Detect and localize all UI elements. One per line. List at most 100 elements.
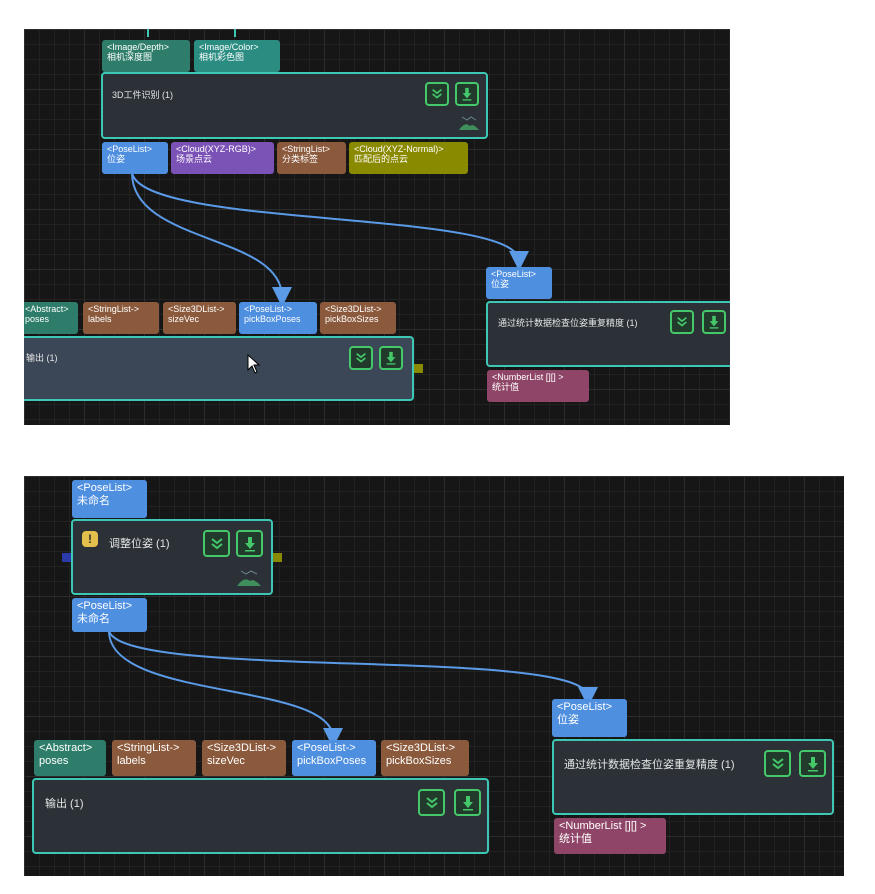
input-port-size-vec[interactable]: <Size3DList-> sizeVec — [202, 740, 286, 776]
graph-canvas-bottom[interactable]: <PoseList> 未命名 ! 调整位姿 (1) <PoseList> 未命名 — [24, 476, 844, 876]
download-button[interactable] — [799, 750, 826, 777]
input-port-stats-poses[interactable]: <PoseList> 位姿 — [552, 699, 627, 737]
collapse-chevron-icon — [424, 795, 440, 811]
port-name: sizeVec — [207, 755, 281, 768]
output-port-statistics[interactable]: <NumberList [][] > 统计值 — [554, 818, 666, 854]
input-port-color-image[interactable]: <Image/Color> 相机彩色图 — [194, 40, 280, 72]
stats-node[interactable]: 通过统计数据检查位姿重复精度 (1) — [552, 739, 834, 815]
input-port-pick-box-sizes[interactable]: <Size3DList-> pickBoxSizes — [320, 302, 396, 334]
port-type: <Abstract> — [25, 304, 73, 314]
output-port-labels[interactable]: <StringList> 分类标签 — [277, 142, 346, 174]
port-name: 未命名 — [77, 495, 142, 508]
output-port-statistics[interactable]: <NumberList [][] > 统计值 — [487, 370, 589, 402]
output-port-matched-cloud[interactable]: <Cloud(XYZ-Normal)> 匹配后的点云 — [349, 142, 468, 174]
node-title: 调整位姿 (1) — [109, 535, 170, 551]
port-type: <StringList-> — [88, 304, 154, 314]
collapse-button[interactable] — [418, 789, 445, 816]
port-type: <PoseList> — [77, 482, 142, 495]
input-port-pick-box-sizes[interactable]: <Size3DList-> pickBoxSizes — [381, 740, 469, 776]
output-socket[interactable] — [414, 364, 423, 373]
mouse-cursor-icon — [247, 354, 261, 374]
landscape-preview-icon — [237, 568, 261, 586]
port-type: <NumberList [][] > — [559, 820, 661, 833]
input-port-labels[interactable]: <StringList-> labels — [83, 302, 159, 334]
download-arrow-icon — [805, 756, 821, 772]
wire-pose-to-stats — [132, 173, 519, 261]
port-type: <PoseList> — [491, 269, 547, 279]
output-node[interactable]: 输出 (1) — [24, 336, 414, 401]
download-arrow-icon — [460, 795, 476, 811]
output-port-adjust-poses[interactable]: <PoseList> 未命名 — [72, 598, 147, 632]
port-name: 相机深度图 — [107, 52, 185, 62]
output-socket[interactable] — [273, 553, 282, 562]
output-port-poses[interactable]: <PoseList> 位姿 — [102, 142, 168, 174]
port-type: <Size3DList-> — [207, 742, 281, 755]
port-name: 场景点云 — [176, 154, 269, 164]
input-socket[interactable] — [62, 553, 71, 562]
port-name: pickBoxPoses — [297, 755, 371, 768]
port-name: 位姿 — [107, 154, 163, 164]
port-type: <PoseList> — [107, 144, 163, 154]
graph-canvas-top[interactable]: <Image/Depth> 相机深度图 <Image/Color> 相机彩色图 … — [24, 29, 730, 425]
collapse-chevron-icon — [209, 536, 225, 552]
port-type: <Size3DList-> — [325, 304, 391, 314]
port-name: 统计值 — [492, 382, 584, 392]
node-title: 通过统计数据检查位姿重复精度 (1) — [564, 756, 735, 772]
port-type: <Size3DList-> — [386, 742, 464, 755]
input-port-stats-poses[interactable]: <PoseList> 位姿 — [486, 267, 552, 299]
collapse-button[interactable] — [203, 530, 230, 557]
adjust-pose-node[interactable]: ! 调整位姿 (1) — [71, 519, 273, 595]
port-type: <Image/Color> — [199, 42, 275, 52]
port-name: 未命名 — [77, 613, 142, 626]
input-port-depth-image[interactable]: <Image/Depth> 相机深度图 — [102, 40, 190, 72]
port-name: sizeVec — [168, 314, 231, 324]
port-name: 位姿 — [557, 714, 622, 727]
node-title: 输出 (1) — [45, 795, 84, 811]
collapse-button[interactable] — [670, 310, 694, 334]
port-type: <Cloud(XYZ-Normal)> — [354, 144, 463, 154]
port-name: pickBoxSizes — [386, 755, 464, 768]
collapse-chevron-icon — [675, 315, 689, 329]
download-button[interactable] — [455, 82, 479, 106]
port-name: labels — [117, 755, 191, 768]
input-port-labels[interactable]: <StringList-> labels — [112, 740, 196, 776]
port-type: <Image/Depth> — [107, 42, 185, 52]
collapse-chevron-icon — [430, 87, 444, 101]
download-button[interactable] — [379, 346, 403, 370]
port-type: <StringList> — [282, 144, 341, 154]
wire-pose-to-pickbox — [109, 631, 333, 738]
port-name: 匹配后的点云 — [354, 154, 463, 164]
collapse-button[interactable] — [425, 82, 449, 106]
port-type: <PoseList-> — [244, 304, 312, 314]
port-name: 统计值 — [559, 833, 661, 846]
download-arrow-icon — [460, 87, 474, 101]
port-type: <StringList-> — [117, 742, 191, 755]
landscape-preview-icon — [459, 114, 479, 130]
port-name: pickBoxPoses — [244, 314, 312, 324]
input-port-adjust-poses[interactable]: <PoseList> 未命名 — [72, 480, 147, 518]
warning-icon: ! — [82, 531, 98, 547]
input-port-pick-box-poses[interactable]: <PoseList-> pickBoxPoses — [239, 302, 317, 334]
download-button[interactable] — [236, 530, 263, 557]
port-type: <Abstract> — [39, 742, 101, 755]
stats-node[interactable]: 通过统计数据检查位姿重复精度 (1) — [486, 301, 730, 367]
input-port-abstract-poses[interactable]: <Abstract> poses — [34, 740, 106, 776]
download-arrow-icon — [707, 315, 721, 329]
recognition-node[interactable]: 3D工件识别 (1) — [101, 72, 488, 139]
port-name: poses — [25, 314, 73, 324]
port-name: pickBoxSizes — [325, 314, 391, 324]
input-port-size-vec[interactable]: <Size3DList-> sizeVec — [163, 302, 236, 334]
download-button[interactable] — [702, 310, 726, 334]
download-button[interactable] — [454, 789, 481, 816]
port-type: <Cloud(XYZ-RGB)> — [176, 144, 269, 154]
node-title: 3D工件识别 (1) — [112, 88, 173, 101]
collapse-button[interactable] — [764, 750, 791, 777]
wire-pose-to-stats — [109, 631, 588, 697]
output-port-scene-cloud[interactable]: <Cloud(XYZ-RGB)> 场景点云 — [171, 142, 274, 174]
port-name: poses — [39, 755, 101, 768]
output-node[interactable]: 输出 (1) — [32, 778, 489, 854]
input-port-abstract-poses[interactable]: <Abstract> poses — [24, 302, 78, 334]
input-port-pick-box-poses[interactable]: <PoseList-> pickBoxPoses — [292, 740, 376, 776]
collapse-button[interactable] — [349, 346, 373, 370]
port-name: 相机彩色图 — [199, 52, 275, 62]
